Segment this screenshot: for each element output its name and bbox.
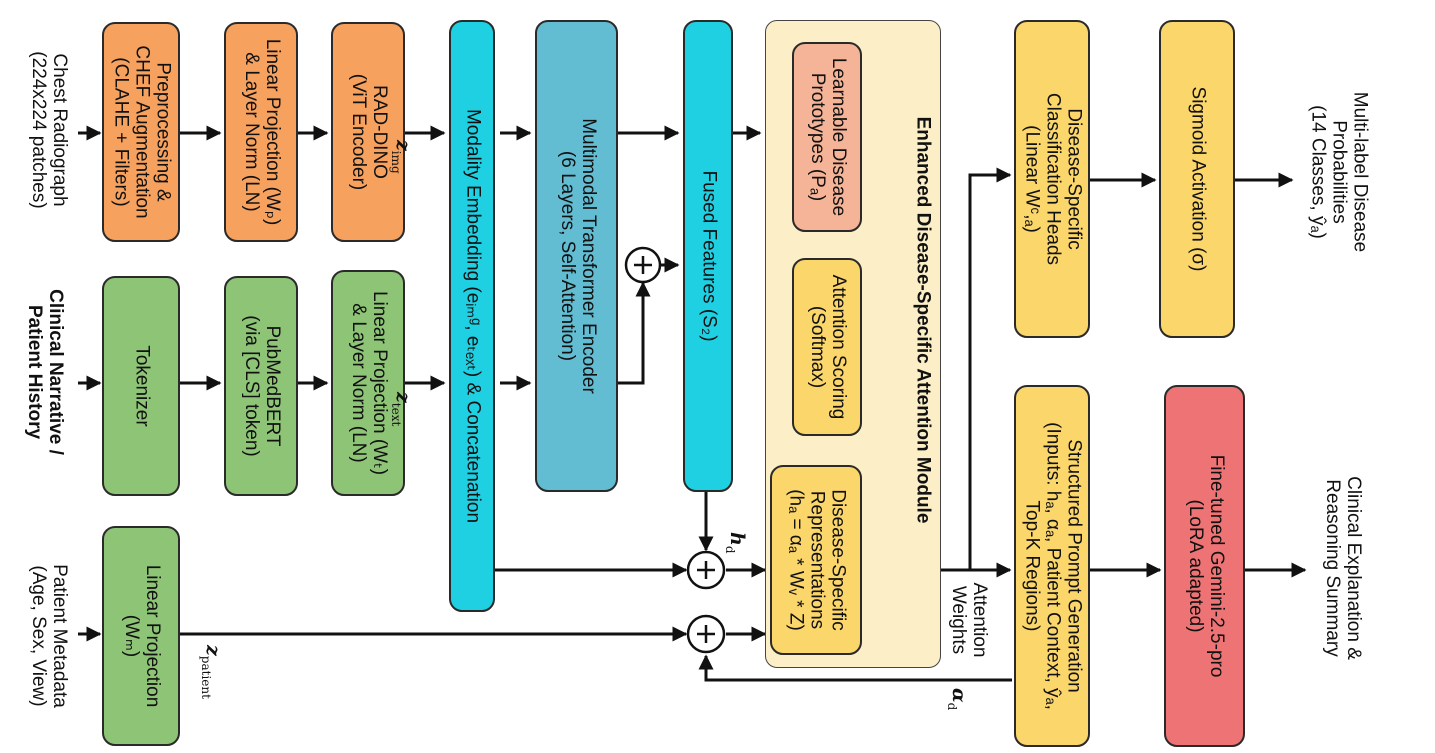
z-img-label: zimg: [389, 140, 414, 174]
linear-projection-image-box: Linear Projection (Wₚ)& Layer Norm (LN): [224, 22, 298, 242]
h-d-label: hd: [723, 532, 748, 554]
input-clinical-narrative: Clinical Narrative /Patient History: [24, 289, 66, 455]
prompt-generation-box: Structured Prompt Generation(Inputs: hₐ,…: [1014, 385, 1090, 747]
arrow-transformer-to-plus: [618, 281, 651, 385]
tokenizer-box: Tokenizer: [102, 276, 180, 496]
z-patient-label: zpatient: [199, 645, 224, 699]
pubmedbert-box: PubMedBERT(via [CLS] token): [224, 276, 298, 496]
output-explanation: Clinical Explanation &Reasoning Summary: [1322, 476, 1364, 660]
linear-projection-meta-box: Linear Projection(Wₘ): [102, 526, 180, 746]
modality-embedding-box: Modality Embedding (eᵢₘᵍ, eₜₑₓₜ) & Conca…: [449, 20, 495, 612]
gemini-box: Fine-tuned Gemini-2.5-pro(LoRA adapted): [1164, 385, 1245, 747]
module-title: Enhanced Disease-Specific Attention Modu…: [912, 116, 934, 524]
input-patient-metadata: Patient Metadata(Age, Sex, View): [28, 564, 70, 708]
attention-scoring-box: Attention Scoring(Softmax): [792, 258, 862, 436]
input-chest-radiograph: Chest Radiograph(224x224 patches): [28, 51, 70, 209]
transformer-encoder-box: Multimodal Transformer Encoder(6 Layers,…: [535, 20, 618, 492]
rad-dino-box: RAD-DINO(ViT Encoder): [331, 22, 405, 242]
linear-projection-text-box: Linear Projection (Wₜ)& Layer Norm (LN): [331, 270, 405, 496]
arrow-alpha-feedback: [698, 654, 1012, 682]
fused-features-box: Fused Features (S₂): [683, 20, 733, 492]
sigmoid-box: Sigmoid Activation (σ): [1159, 20, 1235, 338]
alpha-d-label: αd: [945, 688, 970, 711]
z-text-label: ztext: [389, 392, 414, 427]
preprocessing-box: Preprocessing &CHEF Augmentation(CLAHE +…: [102, 22, 180, 242]
